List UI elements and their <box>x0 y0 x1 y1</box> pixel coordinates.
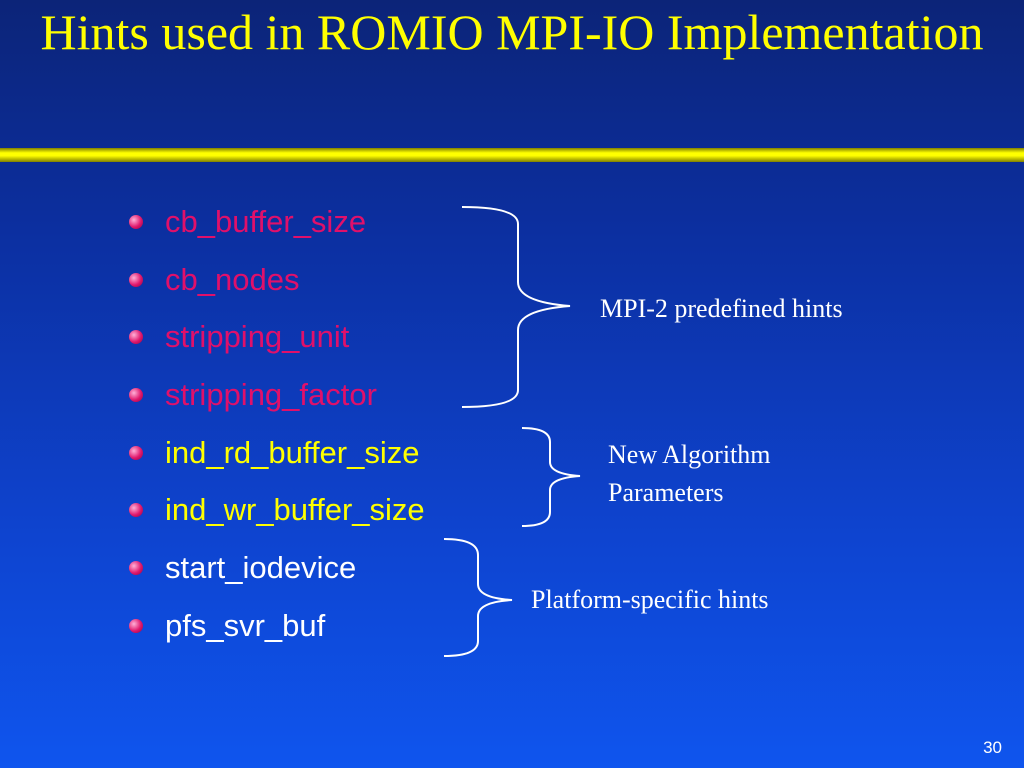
hint-label: stripping_unit <box>165 319 350 355</box>
bullet-icon <box>129 215 143 229</box>
bullet-icon <box>129 561 143 576</box>
group-label-algorithm: New Algorithm Parameters <box>608 440 771 507</box>
bullet-icon <box>129 272 143 287</box>
title-underline <box>0 148 1024 162</box>
slide-number: 30 <box>983 738 1002 757</box>
hint-label: cb_buffer_size <box>165 204 367 239</box>
bullet-icon <box>129 330 143 345</box>
right-curly-brace-icon <box>443 538 513 657</box>
hint-label: ind_rd_buffer_size <box>165 434 420 470</box>
bullet-icon <box>129 503 143 518</box>
group-label-mpi2: MPI-2 predefined hints <box>600 294 843 323</box>
hint-label: pfs_svr_buf <box>165 607 326 643</box>
hint-label: cb_nodes <box>165 261 300 297</box>
hint-label: start_iodevice <box>165 550 357 586</box>
hint-label: ind_wr_buffer_size <box>165 492 425 528</box>
slide-title: Hints used in ROMIO MPI-IO Implementatio… <box>40 4 984 60</box>
bullet-icon <box>129 618 143 633</box>
hint-label: stripping_factor <box>165 377 377 413</box>
group-label-platform: Platform-specific hints <box>531 585 769 614</box>
right-curly-brace-icon <box>521 427 581 527</box>
right-curly-brace-icon <box>461 206 571 408</box>
bullet-icon <box>129 388 143 403</box>
bullet-icon <box>129 445 143 460</box>
